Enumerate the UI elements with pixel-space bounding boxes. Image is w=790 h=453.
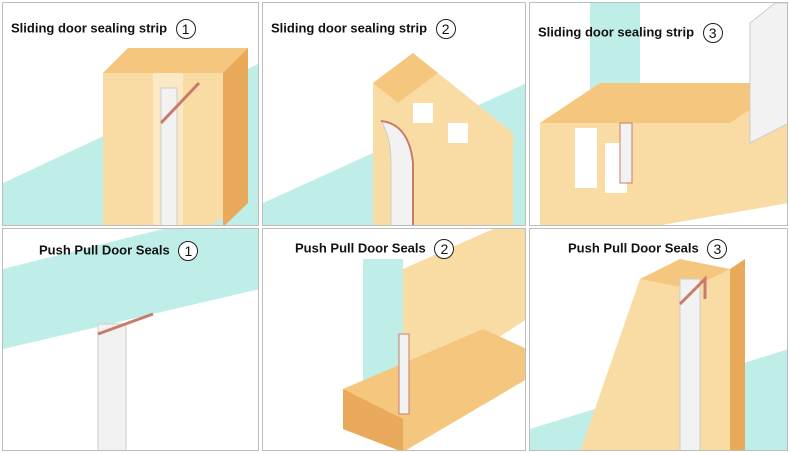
caption-text: Push Pull Door Seals bbox=[39, 242, 170, 258]
caption-text: Push Pull Door Seals bbox=[568, 240, 699, 256]
panel-pushpull-3: Push Pull Door Seals 3 bbox=[529, 228, 788, 451]
illustration-pushpull-1 bbox=[3, 229, 258, 450]
panel-caption: Sliding door sealing strip 2 bbox=[271, 19, 456, 39]
panel-caption: Push Pull Door Seals 1 bbox=[39, 241, 199, 261]
panel-pushpull-2: Push Pull Door Seals 2 bbox=[262, 228, 526, 451]
panel-caption: Push Pull Door Seals 2 bbox=[295, 239, 455, 259]
illustration-pushpull-2 bbox=[343, 229, 525, 450]
panel-sliding-3: Sliding door sealing strip 3 bbox=[529, 2, 788, 226]
illustration-sliding-1 bbox=[3, 48, 258, 225]
panel-sliding-1: Sliding door sealing strip 1 bbox=[2, 2, 259, 226]
caption-text: Sliding door sealing strip bbox=[271, 20, 428, 36]
panel-caption: Sliding door sealing strip 3 bbox=[538, 23, 723, 43]
illustration-pushpull-3 bbox=[530, 259, 787, 450]
panel-number-badge: 3 bbox=[707, 239, 728, 259]
panel-number-badge: 2 bbox=[434, 239, 455, 259]
panel-number-badge: 1 bbox=[178, 241, 199, 261]
panel-number-badge: 1 bbox=[175, 19, 196, 39]
caption-text: Push Pull Door Seals bbox=[295, 240, 426, 256]
panel-number-badge: 2 bbox=[435, 19, 456, 39]
caption-text: Sliding door sealing strip bbox=[11, 20, 168, 36]
caption-text: Sliding door sealing strip bbox=[538, 24, 695, 40]
illustration-sliding-2 bbox=[263, 53, 525, 225]
panel-number-badge: 3 bbox=[702, 23, 723, 43]
panel-sliding-2: Sliding door sealing strip 2 bbox=[262, 2, 526, 226]
panel-caption: Sliding door sealing strip 1 bbox=[11, 19, 196, 39]
panel-pushpull-1: Push Pull Door Seals 1 bbox=[2, 228, 259, 451]
panel-caption: Push Pull Door Seals 3 bbox=[568, 239, 728, 259]
illustration-sliding-3 bbox=[540, 3, 787, 225]
